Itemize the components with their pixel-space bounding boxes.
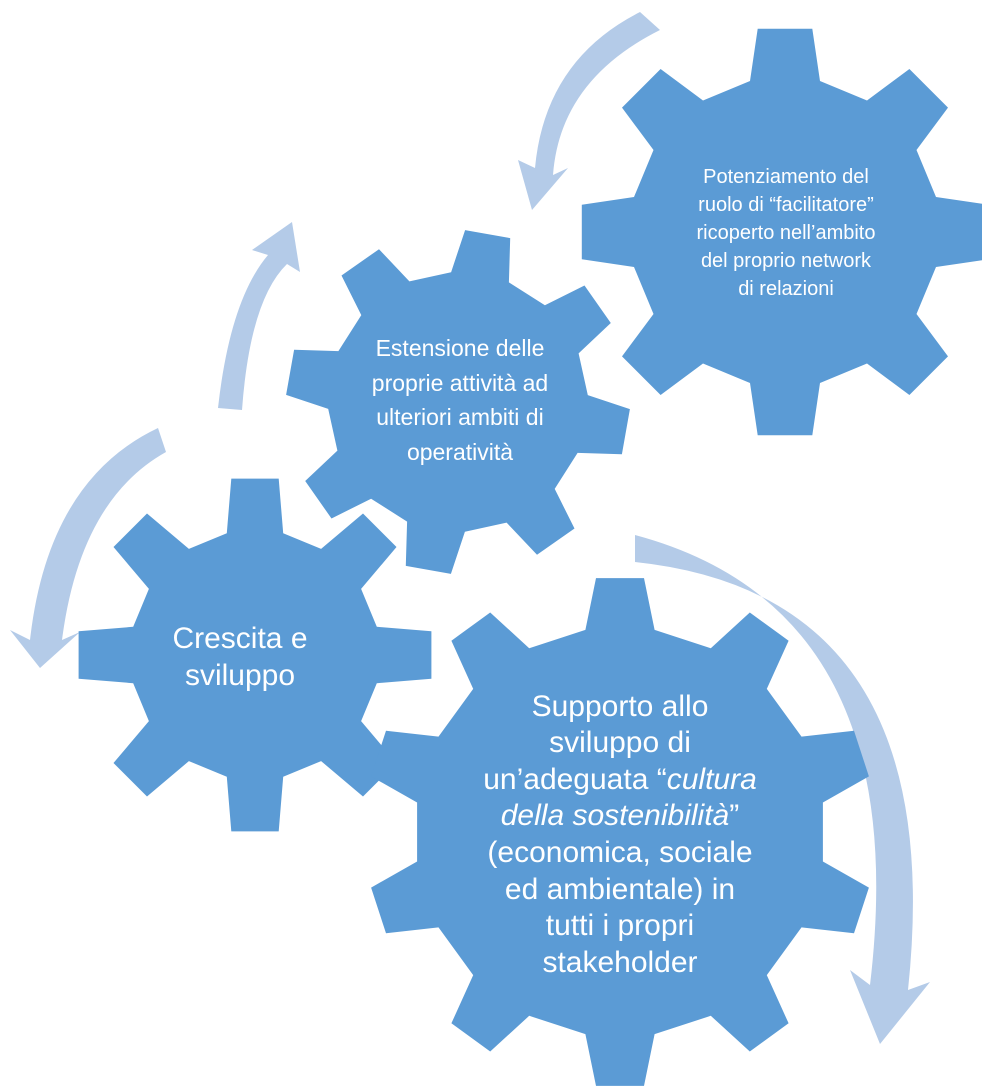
arrow-top-to-middle	[518, 12, 660, 210]
estensione-line-1: Estensione delle	[375, 335, 545, 361]
gear-label-estensione: Estensione delle proprie attività ad ult…	[355, 330, 565, 470]
arrow-middle-to-top	[218, 222, 300, 410]
gear-label-supporto: Supporto allo sviluppo di un’adeguata “c…	[470, 690, 770, 979]
supporto-line-3-pre: un’adeguata “	[483, 762, 667, 796]
supporto-line-4-italic: della sostenibilità	[500, 799, 730, 833]
gear-label-crescita: Crescita e sviluppo	[160, 618, 320, 698]
supporto-line-6: ed ambientale) in	[504, 872, 736, 906]
potenziamento-line-3: ricoperto nell’ambito	[696, 221, 876, 244]
potenziamento-line-4: del proprio network	[700, 249, 872, 272]
potenziamento-line-1: Potenziamento del	[703, 165, 869, 188]
arrow-right-curve	[635, 535, 930, 1044]
gear-potenziamento	[581, 28, 982, 436]
gear-crescita	[78, 478, 432, 832]
gear-supporto	[371, 578, 869, 1086]
arrow-middle-to-left	[10, 428, 166, 668]
supporto-line-3-italic: cultura	[666, 762, 757, 796]
estensione-line-2: proprie attività ad	[371, 369, 549, 396]
estensione-line-3: ulteriori ambiti di	[376, 404, 544, 430]
supporto-line-4-post: ”	[729, 799, 740, 833]
supporto-line-1: Supporto allo	[531, 689, 709, 723]
supporto-line-4: della sostenibilità”	[483, 798, 757, 835]
supporto-line-7: tutti i propri	[545, 909, 695, 943]
potenziamento-line-2: ruolo di “facilitatore”	[698, 193, 874, 216]
gear-label-potenziamento: Potenziamento del ruolo di “facilitatore…	[675, 160, 897, 305]
supporto-line-8: stakeholder	[542, 945, 698, 979]
supporto-line-2: sviluppo di	[549, 726, 691, 760]
supporto-line-5: (economica, sociale	[487, 836, 753, 869]
crescita-line-2: sviluppo	[184, 659, 296, 692]
potenziamento-line-5: di relazioni	[738, 277, 834, 300]
supporto-line-3: un’adeguata “cultura	[483, 762, 757, 799]
estensione-line-4: operatività	[406, 438, 514, 465]
gear-estensione	[286, 230, 630, 574]
crescita-line-1: Crescita e	[172, 622, 308, 656]
